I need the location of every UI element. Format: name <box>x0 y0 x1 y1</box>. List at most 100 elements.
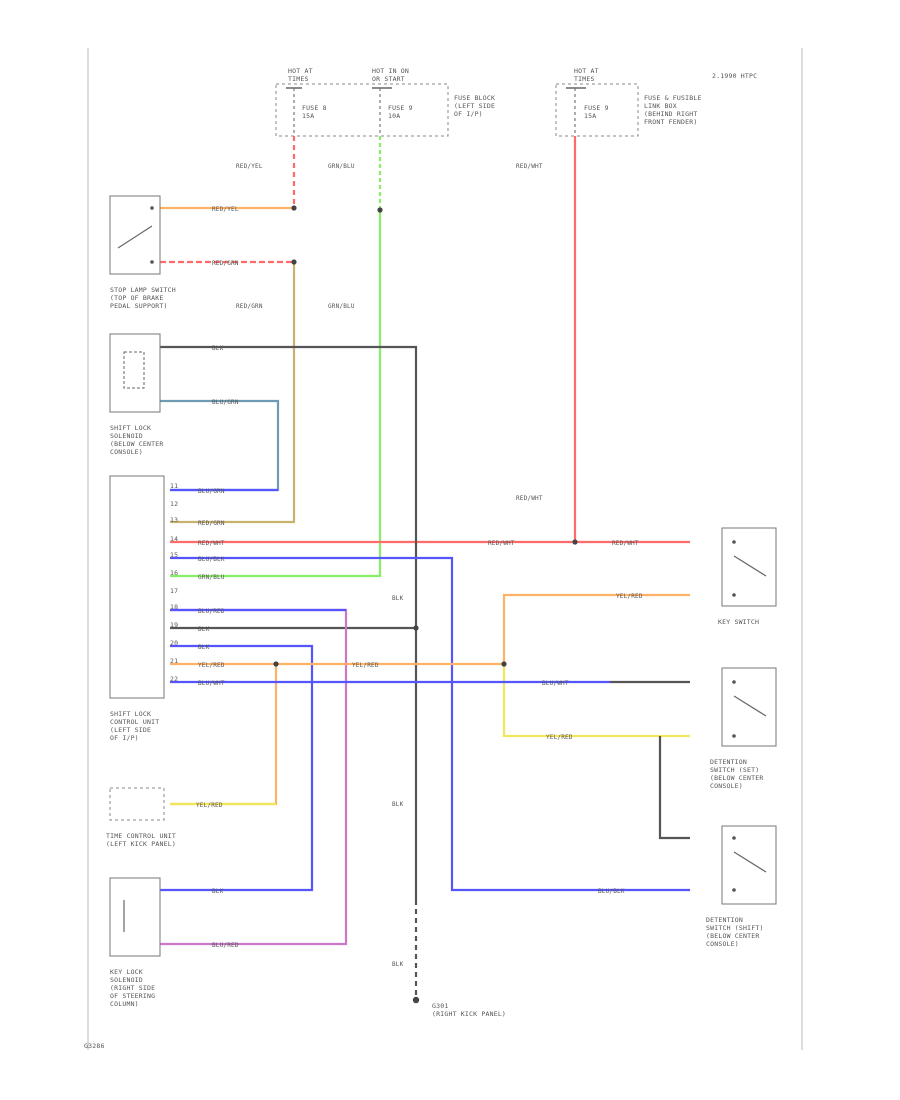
splice-red-grn <box>291 259 297 265</box>
fusible-link-outline <box>555 83 639 137</box>
ground-label: G301(RIGHT KICK PANEL) <box>432 1002 506 1018</box>
label-yel-red-pin20: YEL/RED <box>198 662 225 669</box>
wire-blu-grn-solenoid <box>160 399 280 492</box>
label-red-grn-stop: RED/GRN <box>212 260 239 267</box>
label-blk-solenoid: BLK <box>212 345 224 352</box>
stop-lamp-contact <box>117 225 153 249</box>
wire-blu-blk-to-detention-shift <box>170 556 690 892</box>
wire-red-grn-to-pin13 <box>170 262 296 524</box>
key-switch-label: KEY SWITCH <box>718 618 759 626</box>
splice-yel-red-left <box>273 661 279 667</box>
label-blk-pin19: BLK <box>198 644 210 651</box>
label-red-grn-pin13: RED/GRN <box>198 520 225 527</box>
label-blu-wht-pin21: BLU/WHT <box>198 680 225 687</box>
wire-red-wht-main <box>170 136 577 544</box>
label-grn-blu-pin15: GRN/BLU <box>198 574 225 581</box>
label-grn-blu-mid: GRN/BLU <box>328 303 355 310</box>
pin-22: 22 <box>170 675 178 683</box>
splice-yel-red-right <box>501 661 507 667</box>
label-blu-grn-pin11: BLU/GRN <box>198 488 225 495</box>
pin-21: 21 <box>170 657 178 665</box>
label-red-grn-mid: RED/GRN <box>236 303 263 310</box>
label-grn-blu-top: GRN/BLU <box>328 163 355 170</box>
footer-code: G3286 <box>84 1042 105 1050</box>
pin-20: 20 <box>170 639 178 647</box>
header-note: 2.1990 HTPC <box>712 72 757 80</box>
wire-labels: RED/YEL GRN/BLU RED/WHT RED/YEL RED/GRN … <box>196 163 643 968</box>
wire-blu-red-to-key-lock <box>160 608 348 946</box>
label-red-yel-stop: RED/YEL <box>212 206 239 213</box>
label-blu-wht-right: BLU/WHT <box>542 680 569 687</box>
ground-point <box>412 996 420 1004</box>
splice-grn-blu <box>377 207 383 213</box>
wire-blk-solenoid <box>160 345 418 900</box>
wires <box>160 136 690 998</box>
wire-yel-red-to-key-switch <box>502 593 690 664</box>
splice-red-yel <box>291 205 297 211</box>
label-blu-grn-solenoid: BLU/GRN <box>212 399 239 406</box>
wire-yel-red-to-detention-set <box>502 664 690 738</box>
label-blk-key-lock: BLK <box>212 888 224 895</box>
fuse-block-outline <box>275 83 449 137</box>
pin-14: 14 <box>170 535 178 543</box>
splice-red-wht <box>572 539 578 545</box>
time-control-unit-label: TIME CONTROL UNIT(LEFT KICK PANEL) <box>106 832 176 848</box>
label-red-wht-mid: RED/WHT <box>516 495 543 502</box>
label-yel-red-center: YEL/RED <box>352 662 379 669</box>
wire-detention-link <box>658 736 690 840</box>
pin-15: 15 <box>170 551 178 559</box>
pin-19: 19 <box>170 621 178 629</box>
label-red-yel-top: RED/YEL <box>236 163 263 170</box>
label-yel-red-key: YEL/RED <box>616 593 643 600</box>
pin-17: 17 <box>170 587 178 595</box>
key-switch: KEY SWITCH <box>718 527 777 626</box>
splice-blk <box>413 625 419 631</box>
label-blu-blk-pin14: BLU/BLK <box>198 556 225 563</box>
shift-lock-control-unit: 11 12 13 14 15 16 17 18 19 20 21 22 SHIF… <box>109 475 178 742</box>
label-yel-red-set: YEL/RED <box>546 734 573 741</box>
label-blk-ground: BLK <box>392 961 404 968</box>
label-red-wht-top: RED/WHT <box>516 163 543 170</box>
time-control-unit: TIME CONTROL UNIT(LEFT KICK PANEL) <box>106 787 176 848</box>
pin-16: 16 <box>170 569 178 577</box>
splices <box>273 205 578 1004</box>
pin-12: 12 <box>170 500 178 508</box>
wire-blk-pin19-to-key-lock <box>160 644 314 892</box>
wire-grn-blu-to-pin15 <box>170 210 382 578</box>
label-yel-red-time: YEL/RED <box>196 802 223 809</box>
pin-13: 13 <box>170 516 178 524</box>
label-blk-lower: BLK <box>392 801 404 808</box>
label-blk-pin18: BLK <box>198 626 210 633</box>
label-red-wht-pin14: RED/WHT <box>198 540 225 547</box>
label-red-wht-center: RED/WHT <box>488 540 515 547</box>
label-blu-blk-shift: BLU/BLK <box>598 888 625 895</box>
label-blu-red-pin17: BLU/RED <box>198 608 225 615</box>
pin-18: 18 <box>170 603 178 611</box>
pin-11: 11 <box>170 482 178 490</box>
label-blu-red-key-lock: BLU/RED <box>212 942 239 949</box>
solenoid-coil <box>123 351 145 389</box>
label-blk-vertical: BLK <box>392 595 404 602</box>
label-red-wht-key: RED/WHT <box>612 540 639 547</box>
